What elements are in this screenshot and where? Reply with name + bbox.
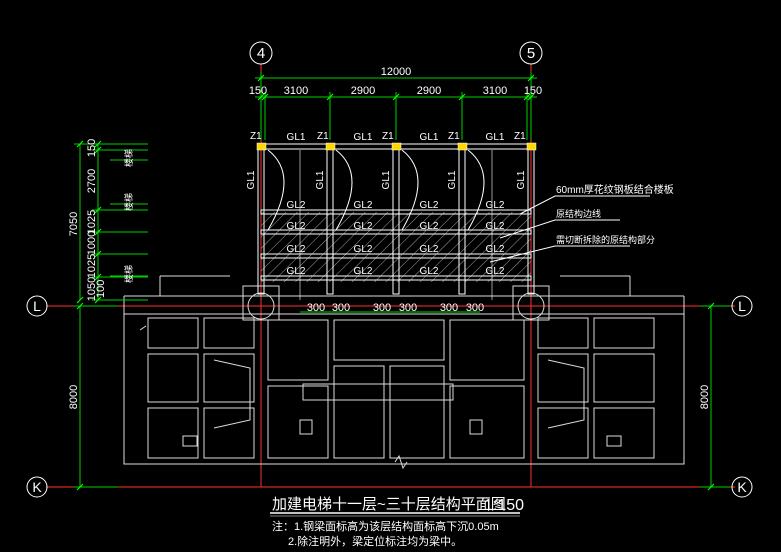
- beam-top-1: GL1: [354, 132, 373, 143]
- dim-bottom-3: 300: [399, 302, 417, 314]
- gl2-r1-c0: GL2: [287, 221, 306, 232]
- beam-labels-vertical: GL1 GL1 GL1 GL1 GL1: [246, 170, 527, 189]
- dim-top-0: 150: [249, 85, 267, 97]
- side-marks: 楼梯 楼梯 楼梯: [123, 149, 134, 283]
- column-label-0: Z1: [250, 131, 262, 142]
- axis-bubbles: [26, 41, 753, 498]
- dim-left-total: 7050: [68, 212, 80, 236]
- dim-left-2: 1025: [86, 210, 98, 234]
- side-mark-2: 楼梯: [123, 265, 134, 283]
- callout-demolish: 需切断拆除的原结构部分: [556, 234, 655, 245]
- gl2-r0-c2: GL2: [420, 200, 439, 211]
- gl2-r3-c0: GL2: [287, 266, 306, 277]
- note-line-1: 注：1.钢梁面标高为该层结构面标高下沉0.05m: [272, 519, 499, 533]
- axis-labels: 4 5 L L K K: [32, 45, 747, 495]
- dimension-texts-bottom: 300 300 300 300 300 300: [307, 302, 484, 314]
- dim-total-width: 12000: [381, 66, 412, 78]
- gl2-r3-c1: GL2: [354, 266, 373, 277]
- columns-z1: [256, 142, 537, 151]
- axis-label-5: 5: [527, 45, 535, 62]
- beam-top-0: GL1: [287, 132, 306, 143]
- axis-bubble-5: [519, 41, 543, 65]
- column-label-4: Z1: [514, 131, 526, 142]
- dim-top-3: 2900: [417, 85, 441, 97]
- callout-leaders: [489, 195, 650, 263]
- gl2-r2-c2: GL2: [420, 244, 439, 255]
- notes: 注：1.钢梁面标高为该层结构面标高下沉0.05m 2.除注明外，梁定位标注均为梁…: [272, 519, 499, 548]
- dim-bottom-1: 300: [332, 302, 350, 314]
- axis-bubble-k-right: [731, 476, 753, 498]
- existing-structure-outline: [123, 275, 685, 470]
- axis-bubble-4: [249, 41, 273, 65]
- gl2-r2-c3: GL2: [486, 244, 505, 255]
- column-label-2: Z1: [382, 131, 394, 142]
- callout-steel-plate: 60mm厚花纹钢板结合楼板: [556, 183, 674, 196]
- dim-bottom-4: 300: [440, 302, 458, 314]
- gl2-r0-c1: GL2: [354, 200, 373, 211]
- dim-left-0: 150: [86, 139, 98, 157]
- beam-top-2: GL1: [420, 132, 439, 143]
- dimension-lines: [74, 72, 730, 488]
- dim-top-2: 2900: [351, 85, 375, 97]
- gl2-r1-c1: GL2: [354, 221, 373, 232]
- dim-left-3: 1000: [86, 231, 98, 255]
- column-label-1: Z1: [317, 131, 329, 142]
- beam-top-3: GL1: [486, 132, 505, 143]
- beam-vertical-2: GL1: [381, 170, 392, 189]
- drawing-title: 加建电梯十一层~三十层结构平面图 1:150: [272, 496, 524, 514]
- axis-label-4: 4: [257, 45, 265, 62]
- dim-bottom-0: 300: [307, 302, 325, 314]
- demolition-hatch: [261, 212, 531, 282]
- dimension-texts-top: 12000 150 3100 2900 2900 3100 150: [249, 66, 542, 97]
- dim-bottom-2: 300: [373, 302, 391, 314]
- column-labels: Z1 Z1 Z1 Z1 Z1: [250, 131, 526, 142]
- axis-label-k-right: K: [737, 479, 747, 495]
- dim-left-5: 1050: [86, 277, 98, 301]
- title-underline: [270, 512, 520, 517]
- beam-vertical-1: GL1: [315, 170, 326, 189]
- dimension-texts-left: 7050 150 2700 1025 1000 1025 1050 100 80…: [68, 139, 711, 409]
- gl2-r1-c2: GL2: [420, 221, 439, 232]
- beam-labels-gl2: GL2 GL2 GL2 GL2 GL2 GL2 GL2 GL2 GL2 GL2 …: [287, 200, 505, 277]
- dim-left-4: 1025: [86, 254, 98, 278]
- beam-vertical-3: GL1: [447, 170, 458, 189]
- dimension-ticks: [76, 74, 715, 491]
- axis-label-l-left: L: [33, 298, 41, 314]
- column-label-3: Z1: [448, 131, 460, 142]
- side-mark-0: 楼梯: [123, 149, 134, 167]
- gl2-r1-c3: GL2: [486, 221, 505, 232]
- axis-bubble-l-left: [26, 295, 48, 317]
- dim-top-4: 3100: [483, 85, 507, 97]
- dim-left-6: 100: [95, 280, 107, 298]
- callouts: 60mm厚花纹钢板结合楼板 原结构边线 需切断拆除的原结构部分: [556, 183, 674, 245]
- dim-left-1: 2700: [86, 169, 98, 193]
- callout-original-edge: 原结构边线: [556, 208, 601, 219]
- side-mark-lines: [110, 159, 148, 277]
- axis-bubble-l-right: [731, 295, 753, 317]
- dim-left-lower: 8000: [68, 385, 80, 409]
- drawing-title-text: 加建电梯十一层~三十层结构平面图: [272, 496, 506, 513]
- dim-top-1: 3100: [284, 85, 308, 97]
- dim-top-5: 150: [524, 85, 542, 97]
- gl2-r2-c1: GL2: [354, 244, 373, 255]
- gl2-r2-c0: GL2: [287, 244, 306, 255]
- beam-vertical-4: GL1: [516, 170, 527, 189]
- dim-bottom-5: 300: [466, 302, 484, 314]
- side-mark-1: 楼梯: [123, 193, 134, 211]
- note-line-2: 2.除注明外，梁定位标注均为梁中。: [288, 534, 462, 548]
- dim-right-lower: 8000: [699, 385, 711, 409]
- beam-labels-top: GL1 GL1 GL1 GL1: [287, 132, 505, 143]
- beam-vertical-0: GL1: [246, 170, 257, 189]
- gl2-r3-c2: GL2: [420, 266, 439, 277]
- drawing-scale: 1:150: [484, 497, 524, 514]
- axis-bubble-k-left: [26, 476, 48, 498]
- gl2-r3-c3: GL2: [486, 266, 505, 277]
- axis-label-k-left: K: [32, 479, 42, 495]
- axis-label-l-right: L: [738, 298, 746, 314]
- gl2-r0-c3: GL2: [486, 200, 505, 211]
- gl2-r0-c0: GL2: [287, 200, 306, 211]
